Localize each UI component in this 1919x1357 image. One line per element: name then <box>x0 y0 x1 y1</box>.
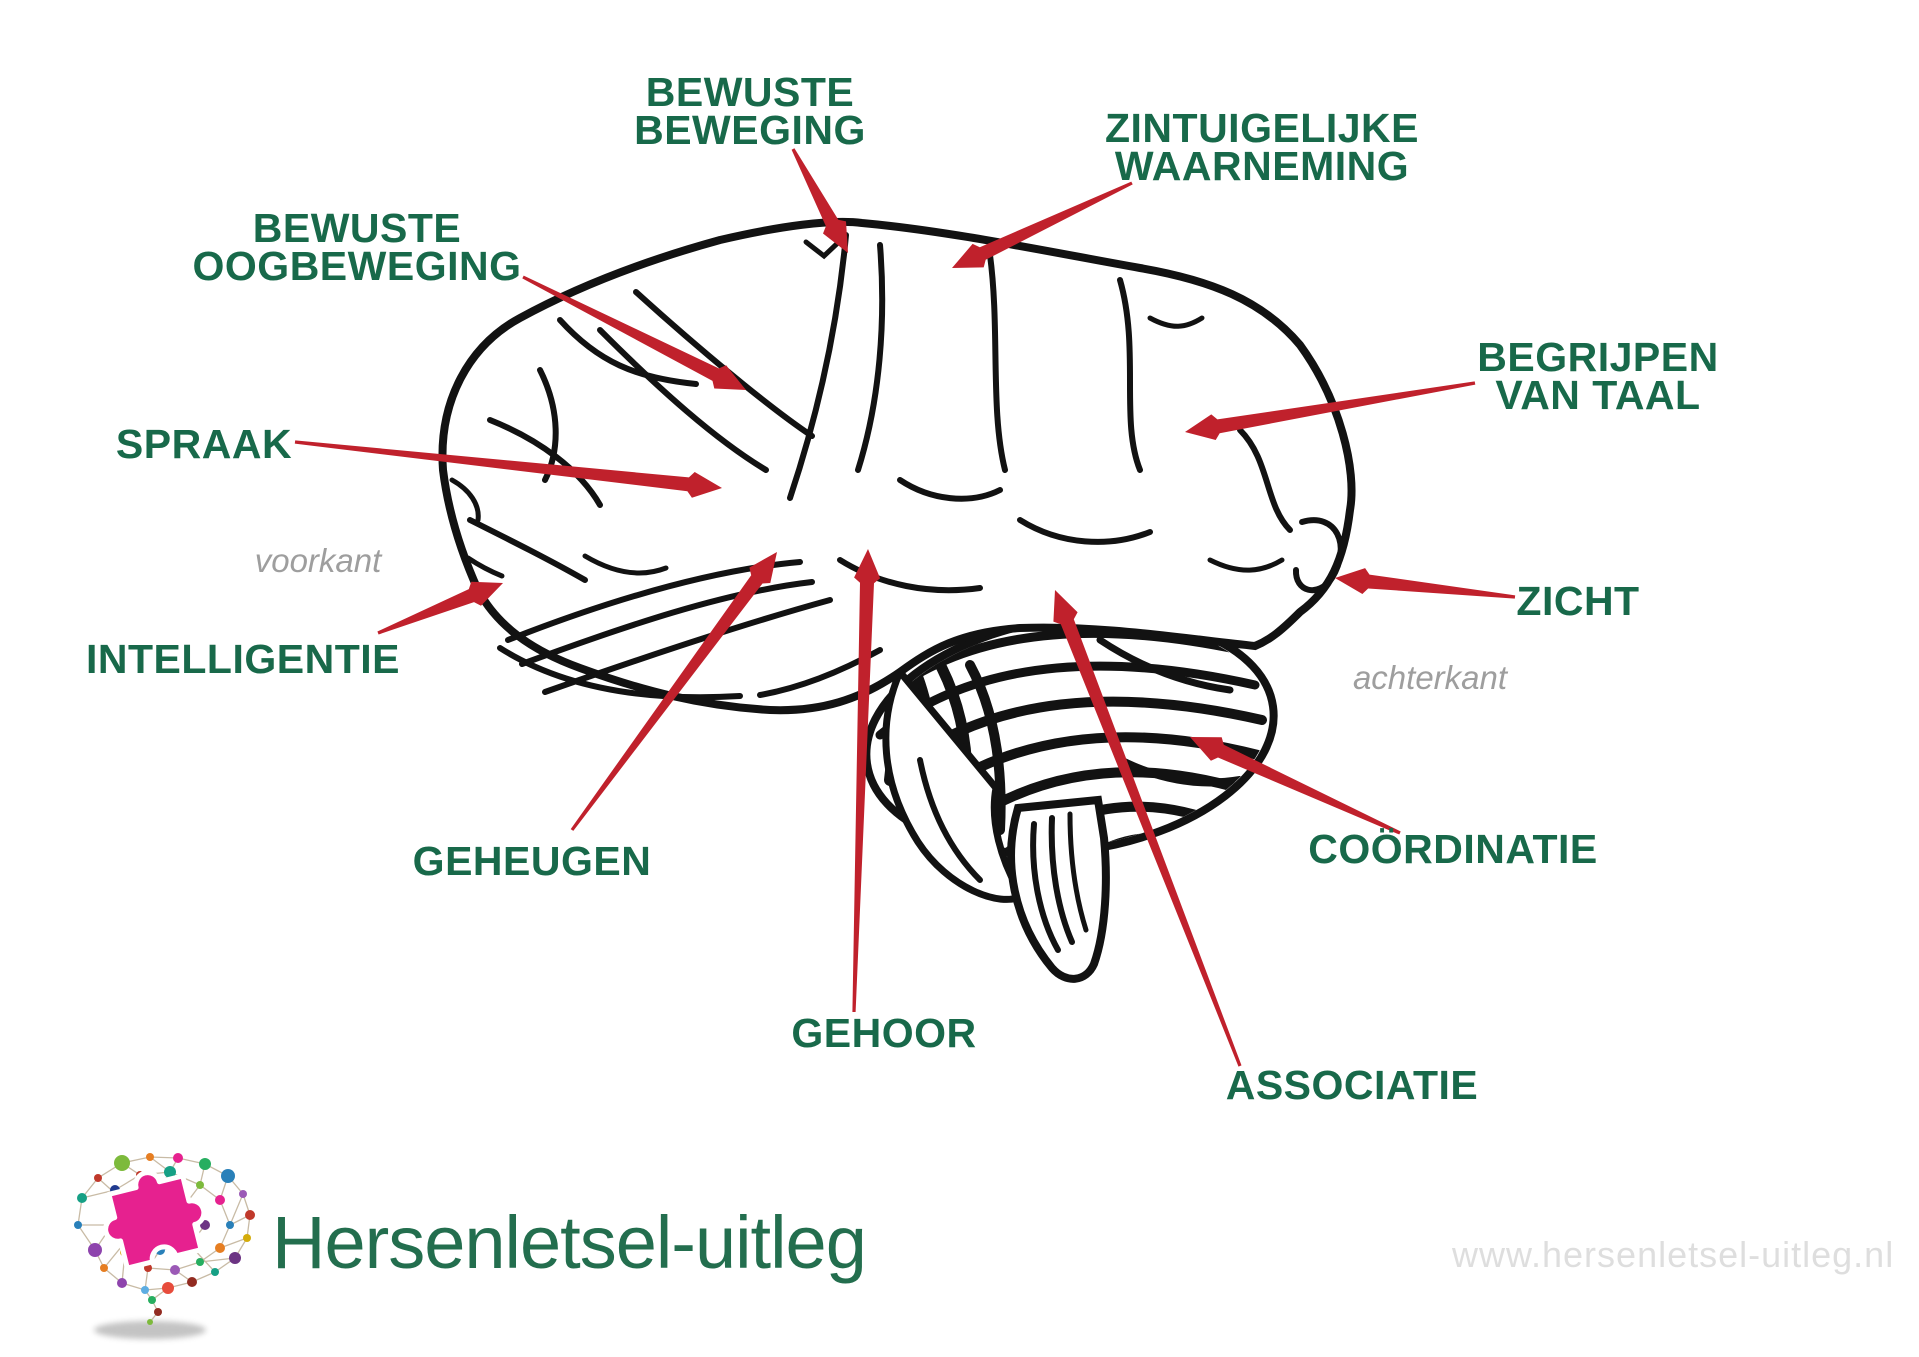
logo-shadow <box>94 1321 206 1339</box>
cerebrum-outline <box>438 217 1356 715</box>
arrow-zicht <box>1335 568 1516 599</box>
arrow-gehoor <box>852 549 881 1012</box>
label-intelligentie: INTELLIGENTIE <box>86 636 400 682</box>
brainstem <box>882 665 1110 983</box>
marker-achterkant: achterkant <box>1352 659 1508 696</box>
label-geheugen: GEHEUGEN <box>412 838 652 884</box>
label-coordinatie: COÖRDINATIE <box>1308 826 1598 872</box>
arrow-geheugen <box>570 552 777 831</box>
arrow-associatie <box>1053 590 1242 1067</box>
arrow-coordinatie <box>1190 737 1401 835</box>
marker-voorkant: voorkant <box>254 542 382 579</box>
arrow-spraak <box>294 440 722 498</box>
label-associatie: ASSOCIATIE <box>1225 1062 1479 1108</box>
callout-arrows <box>294 148 1516 1067</box>
arrow-zintuigelijke-waarneming <box>952 181 1133 268</box>
brand-wordmark: Hersenletsel-uitleg <box>272 1201 867 1284</box>
label-gehoor: GEHOOR <box>791 1010 977 1056</box>
logo-brain-network <box>74 1153 255 1339</box>
arrow-bewuste-oogbeweging <box>522 275 746 390</box>
label-spraak: SPRAAK <box>115 421 293 467</box>
label-zicht: ZICHT <box>1516 578 1640 624</box>
arrow-intelligentie <box>377 581 503 635</box>
website-url: www.hersenletsel-uitleg.nl <box>1452 1234 1895 1275</box>
arrow-begrijpen-van-taal <box>1185 381 1476 440</box>
puzzle-piece-icon <box>103 1170 207 1271</box>
arrow-bewuste-beweging <box>791 148 848 253</box>
